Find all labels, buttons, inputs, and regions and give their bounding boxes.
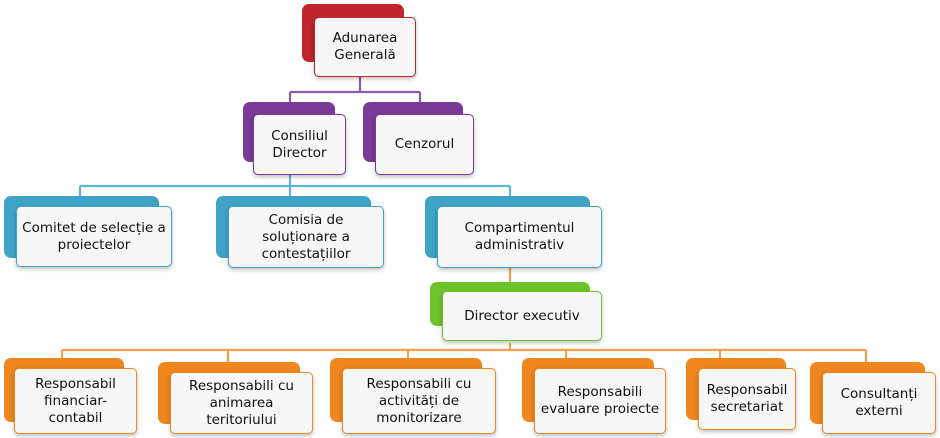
- node-label: Compartimentul administrativ: [437, 206, 602, 268]
- node-label: Consultanți externi: [822, 372, 936, 434]
- node-label: Director executiv: [442, 291, 602, 341]
- connectors-level4-level5: [60, 343, 868, 362]
- node-label: Responsabili cu activități de monitoriza…: [342, 368, 496, 434]
- connectors-level1-level2: [288, 75, 422, 102]
- node-label: Responsabili evaluare proiecte: [534, 368, 666, 434]
- node-label: Responsabili cu animarea teritoriului: [170, 372, 313, 434]
- node-label: Cenzorul: [375, 114, 474, 175]
- connectors-level2-level3: [78, 172, 512, 196]
- node-label: Responsabil financiar-contabil: [14, 368, 137, 434]
- node-label: Adunarea Generală: [314, 17, 416, 77]
- node-label: Responsabil secretariat: [698, 368, 796, 430]
- node-label: Comitet de selecție a proiectelor: [16, 206, 172, 267]
- node-label: Consiliul Director: [253, 114, 346, 175]
- node-label: Comisia de soluționare a contestațiilor: [228, 206, 384, 268]
